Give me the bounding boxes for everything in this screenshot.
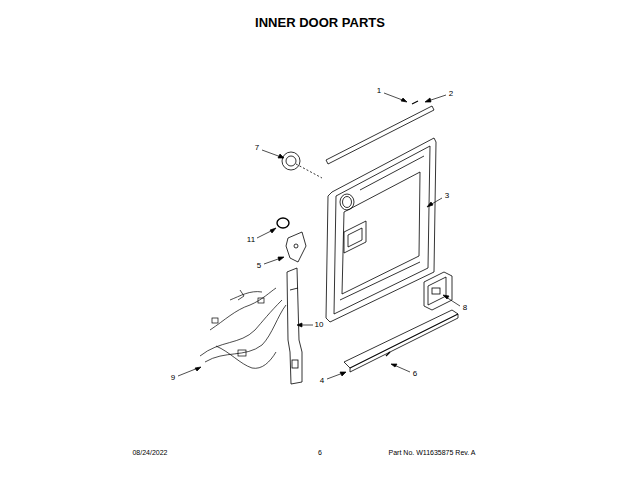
gasket-strip	[326, 106, 434, 164]
callout-number: 3	[445, 192, 449, 200]
screw	[386, 352, 390, 356]
arrowhead	[297, 323, 302, 327]
callout-number: 11	[247, 236, 255, 244]
panel-rib	[360, 156, 424, 190]
callout-number: 10	[315, 321, 324, 329]
arm-detail	[290, 288, 298, 290]
door-arm	[287, 268, 302, 384]
arm-slot	[292, 360, 298, 368]
callout-number: 1	[377, 87, 381, 95]
page-title: INNER DOOR PARTS	[255, 16, 385, 29]
inner-door-panel	[326, 138, 436, 322]
callout-number: 8	[463, 304, 467, 312]
vent-opening	[340, 194, 354, 210]
trim-strip	[344, 310, 458, 368]
wire	[216, 346, 276, 368]
leader-line	[394, 365, 410, 372]
arrowhead	[195, 367, 201, 371]
callout-number: 5	[257, 262, 261, 270]
ring	[277, 218, 289, 228]
dashed-line	[296, 164, 322, 178]
bottom-trim	[344, 310, 458, 372]
dispenser-opening	[348, 228, 362, 247]
callout-number: 7	[255, 144, 259, 152]
panel-rib	[340, 262, 420, 300]
panel-outline	[326, 138, 436, 322]
trim-strip	[350, 314, 458, 372]
wire	[230, 292, 262, 300]
footer-page: 6	[318, 449, 322, 456]
panel-recess	[342, 172, 420, 294]
leader-line	[262, 150, 281, 157]
wire	[210, 288, 276, 330]
callout-number: 4	[320, 377, 324, 385]
wire	[205, 305, 286, 362]
module-face	[428, 277, 446, 305]
screw	[412, 101, 418, 104]
arm	[287, 268, 302, 384]
hinge-bracket	[286, 232, 306, 262]
vent-opening	[343, 197, 352, 208]
control-module	[424, 272, 452, 310]
door-gasket	[326, 101, 434, 164]
connector	[238, 290, 244, 300]
callout-number: 9	[171, 374, 175, 382]
vent-knob	[282, 152, 322, 178]
knob	[286, 156, 296, 166]
bracket	[286, 232, 306, 262]
leader-line	[178, 368, 198, 376]
arrowhead	[425, 98, 431, 102]
connector	[212, 318, 218, 323]
knob	[282, 152, 300, 170]
footer-date: 08/24/2022	[132, 449, 167, 456]
gasket-ring	[277, 218, 289, 228]
arrowhead	[391, 364, 397, 367]
bracket-hole	[294, 244, 298, 248]
connector	[258, 298, 264, 303]
connector	[238, 350, 246, 356]
wire	[200, 300, 282, 356]
arrowhead	[340, 372, 346, 376]
module-box	[424, 272, 452, 310]
callout-number: 6	[413, 370, 417, 378]
callout-number: 2	[449, 90, 453, 98]
arrowhead	[270, 228, 276, 233]
leader-lines	[178, 93, 460, 379]
arrowhead	[427, 202, 433, 207]
module-detail	[432, 288, 440, 294]
wire-harness	[200, 288, 286, 368]
panel-inner	[334, 146, 430, 314]
dispenser-opening	[344, 221, 366, 253]
arrowhead	[278, 257, 284, 261]
arrowhead	[401, 98, 407, 102]
footer-part-number: Part No. W11635875 Rev. A	[389, 449, 476, 456]
leader-line	[446, 297, 460, 306]
